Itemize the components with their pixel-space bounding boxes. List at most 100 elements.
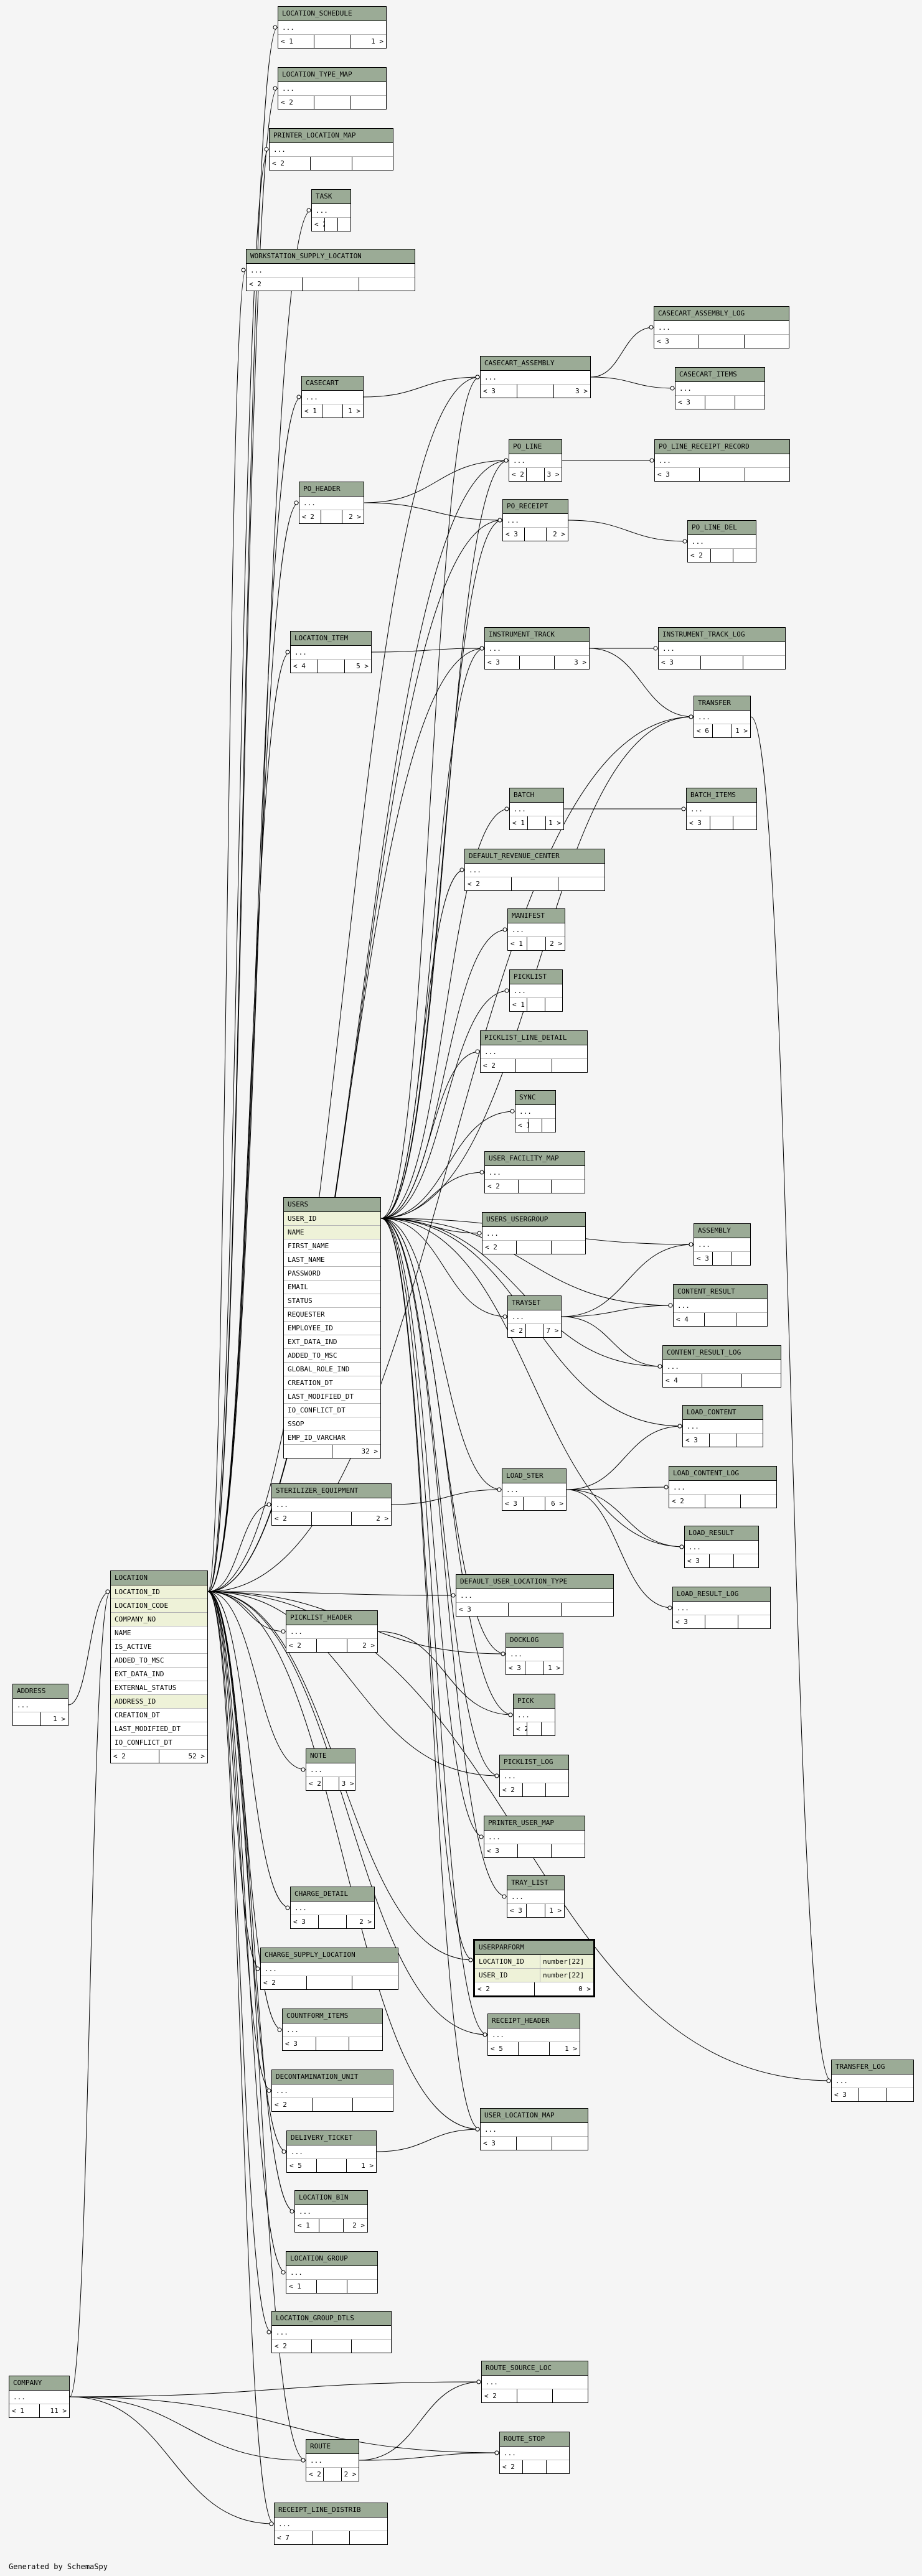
- table-header[interactable]: ASSEMBLY: [694, 1224, 750, 1238]
- table-task[interactable]: TASK...< 2: [311, 189, 351, 231]
- relationship-count[interactable]: [317, 2159, 347, 2172]
- relationship-count[interactable]: [316, 2037, 350, 2050]
- table-header[interactable]: INSTRUMENT_TRACK_LOG: [659, 628, 785, 642]
- relationship-count[interactable]: [528, 816, 546, 829]
- relationship-count[interactable]: < 2: [270, 157, 311, 170]
- relationship-count[interactable]: [553, 2389, 588, 2402]
- table-column-row[interactable]: ...: [278, 21, 386, 35]
- relationship-count[interactable]: 2 >: [376, 1514, 388, 1523]
- table-header[interactable]: PO_RECEIPT: [503, 500, 568, 514]
- table-header[interactable]: CHARGE_DETAIL: [291, 1887, 374, 1902]
- table-column-row[interactable]: ...: [485, 1166, 585, 1180]
- table-header[interactable]: LOAD_CONTENT: [683, 1406, 763, 1420]
- table-header[interactable]: USER_LOCATION_MAP: [481, 2109, 588, 2123]
- relationship-count[interactable]: < 2: [286, 1639, 317, 1652]
- relationship-count[interactable]: [736, 1434, 763, 1447]
- relationship-count[interactable]: [742, 1374, 781, 1387]
- table-po-line-del[interactable]: PO_LINE_DEL...< 2: [687, 520, 756, 562]
- relationship-count[interactable]: [552, 2137, 588, 2150]
- table-column-row[interactable]: EXT_DATA_IND: [284, 1335, 380, 1349]
- relationship-count[interactable]: < 2: [278, 96, 314, 109]
- table-column-row[interactable]: LAST_NAME: [284, 1253, 380, 1267]
- table-header[interactable]: TASK: [312, 190, 350, 204]
- relationship-count[interactable]: [743, 656, 785, 669]
- relationship-count[interactable]: [347, 2280, 377, 2293]
- table-casecart-items[interactable]: CASECART_ITEMS...< 3: [675, 367, 765, 409]
- table-column-row[interactable]: ...: [694, 1238, 750, 1252]
- table-countform-items[interactable]: COUNTFORM_ITEMS...< 3: [282, 2009, 383, 2051]
- relationship-count[interactable]: [527, 998, 545, 1011]
- relationship-count[interactable]: [527, 937, 547, 950]
- table-column-row[interactable]: ...: [482, 2376, 588, 2389]
- relationship-count[interactable]: < 2: [688, 549, 711, 562]
- table-header[interactable]: TRAYSET: [508, 1296, 561, 1310]
- table-column-row[interactable]: LOCATION_CODE: [111, 1599, 207, 1613]
- table-column-row[interactable]: ...: [503, 514, 568, 528]
- table-picklist[interactable]: PICKLIST...< 1: [509, 969, 563, 1012]
- relationship-count[interactable]: 1 >: [53, 1715, 65, 1723]
- relationship-count[interactable]: < 2: [272, 2098, 313, 2111]
- relationship-count[interactable]: < 2: [111, 1750, 159, 1763]
- table-column-row[interactable]: ...: [481, 371, 590, 385]
- relationship-count[interactable]: < 3: [481, 2137, 517, 2150]
- relationship-count[interactable]: [321, 510, 343, 523]
- relationship-count[interactable]: [741, 1495, 776, 1508]
- relationship-count[interactable]: < 4: [674, 1313, 705, 1326]
- relationship-count[interactable]: [324, 2468, 342, 2481]
- relationship-count[interactable]: < 2: [481, 1059, 517, 1072]
- table-column-row[interactable]: ...: [655, 454, 789, 468]
- relationship-count[interactable]: [520, 656, 555, 669]
- table-column-row[interactable]: ...: [465, 864, 604, 877]
- relationship-count[interactable]: < 2: [482, 2389, 517, 2402]
- table-column-row[interactable]: ...: [9, 2391, 69, 2404]
- relationship-count[interactable]: 3 >: [575, 387, 588, 395]
- relationship-count[interactable]: < 3: [655, 468, 700, 481]
- table-column-row[interactable]: ...: [510, 803, 563, 816]
- relationship-count[interactable]: [312, 2340, 352, 2353]
- relationship-count[interactable]: [523, 1783, 546, 1796]
- relationship-count[interactable]: 2 >: [352, 2221, 365, 2229]
- relationship-count[interactable]: [552, 1059, 587, 1072]
- relationship-count[interactable]: < 1: [515, 1119, 529, 1132]
- table-column-row[interactable]: LOCATION_ID: [111, 1585, 207, 1599]
- table-column-row[interactable]: ...: [261, 1962, 398, 1976]
- table-header[interactable]: CASECART: [302, 376, 363, 391]
- relationship-count[interactable]: [558, 877, 604, 890]
- table-column-row[interactable]: STATUS: [284, 1294, 380, 1308]
- table-receipt-line-distrib[interactable]: RECEIPT_LINE_DISTRIB...< 7: [274, 2503, 388, 2545]
- relationship-count[interactable]: < 3: [687, 816, 710, 829]
- relationship-count[interactable]: < 2: [272, 1512, 312, 1525]
- relationship-count[interactable]: 3 >: [341, 1780, 354, 1788]
- relationship-count[interactable]: 7 >: [546, 1327, 559, 1335]
- table-column-row[interactable]: ADDED_TO_MSC: [111, 1654, 207, 1668]
- relationship-count[interactable]: [318, 660, 345, 673]
- table-column-row[interactable]: ...: [283, 2023, 382, 2037]
- table-header[interactable]: CASECART_ITEMS: [675, 368, 764, 382]
- relationship-count[interactable]: [732, 1252, 750, 1265]
- table-column-row[interactable]: ...: [510, 984, 562, 998]
- relationship-count[interactable]: [322, 1777, 339, 1790]
- relationship-count[interactable]: < 3: [694, 1252, 713, 1265]
- relationship-count[interactable]: < 3: [683, 1434, 710, 1447]
- table-column-row[interactable]: ...: [291, 1902, 374, 1915]
- relationship-count[interactable]: < 3: [832, 2088, 859, 2101]
- table-column-row[interactable]: ...: [286, 1625, 377, 1639]
- table-header[interactable]: PO_LINE: [509, 440, 562, 454]
- relationship-count[interactable]: [527, 1722, 542, 1735]
- relationship-count[interactable]: [745, 335, 789, 348]
- relationship-count[interactable]: < 1: [9, 2404, 40, 2417]
- relationship-count[interactable]: < 2: [482, 1241, 517, 1254]
- table-header[interactable]: DECONTAMINATION_UNIT: [272, 2070, 393, 2084]
- relationship-count[interactable]: [702, 1374, 742, 1387]
- relationship-count[interactable]: 1 >: [348, 407, 360, 415]
- relationship-count[interactable]: < 3: [503, 528, 525, 541]
- relationship-count[interactable]: < 2: [247, 278, 303, 291]
- table-header[interactable]: PO_LINE_DEL: [688, 521, 756, 535]
